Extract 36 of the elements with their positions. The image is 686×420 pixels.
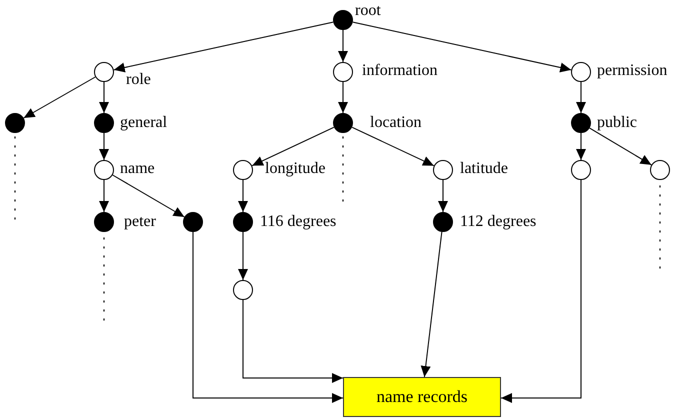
- node-label: name: [120, 159, 155, 179]
- arrow: [338, 30, 348, 62]
- arrow: [99, 132, 109, 160]
- node-label: 116 degrees: [260, 212, 336, 232]
- node-label: permission: [597, 61, 668, 81]
- arrow: [576, 82, 586, 114]
- arrow: [500, 180, 582, 403]
- arrow: [242, 300, 344, 383]
- node-label: location: [370, 113, 422, 133]
- arrow: [589, 128, 652, 166]
- arrow: [576, 132, 586, 160]
- arrow: [99, 180, 109, 212]
- node-label: information: [362, 61, 438, 81]
- node-label: general: [120, 113, 168, 133]
- node-label: role: [126, 70, 151, 90]
- records-box: [343, 377, 501, 417]
- node-label: public: [597, 113, 637, 133]
- arrow: [99, 82, 109, 114]
- arrow: [238, 232, 248, 280]
- arrow: [112, 174, 185, 218]
- box-label: name records: [376, 386, 468, 408]
- arrow: [438, 180, 448, 212]
- arrow: [338, 82, 348, 114]
- arrow: [252, 126, 334, 166]
- arrow: [192, 232, 344, 403]
- node-label: longitude: [265, 159, 326, 179]
- arrow: [23, 76, 96, 118]
- arrow: [352, 22, 572, 72]
- arrow: [238, 180, 248, 212]
- arrow: [113, 22, 334, 72]
- node-label: root: [355, 1, 381, 21]
- arrow: [420, 231, 442, 378]
- arrow: [352, 126, 434, 166]
- node-label: latitude: [460, 159, 508, 179]
- node-label: peter: [124, 212, 156, 232]
- node-label: 112 degrees: [460, 212, 536, 232]
